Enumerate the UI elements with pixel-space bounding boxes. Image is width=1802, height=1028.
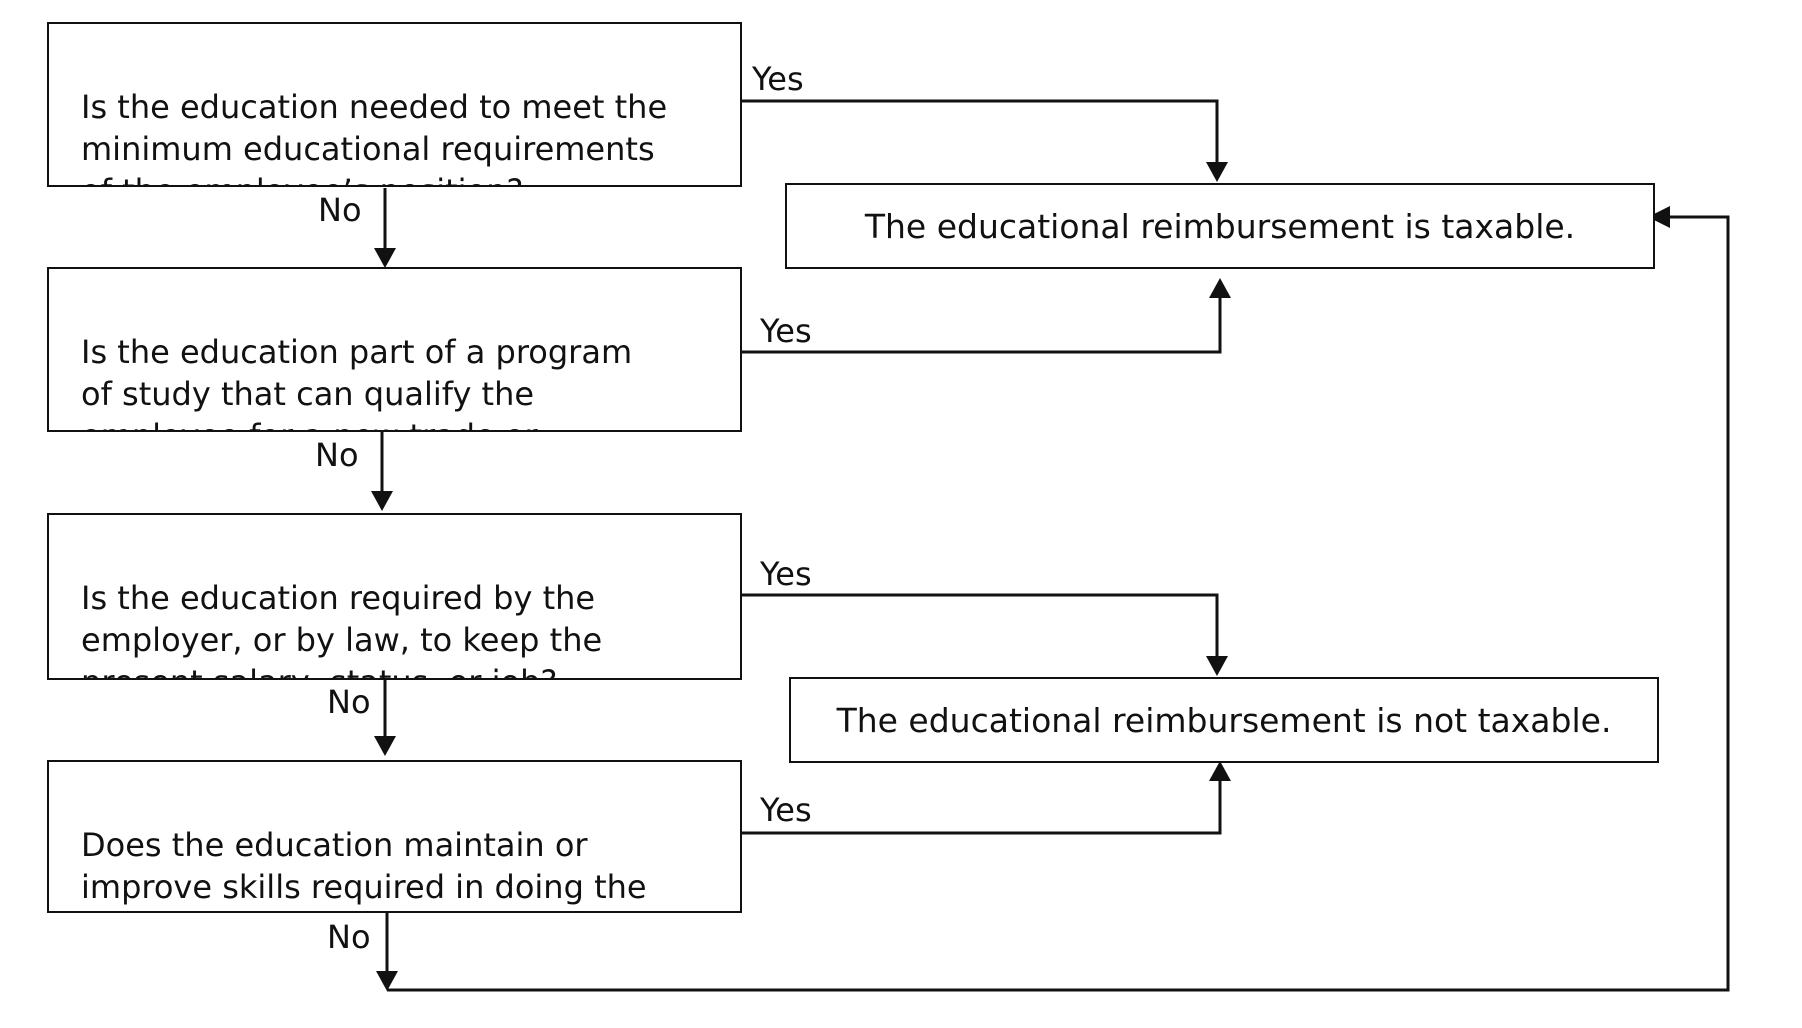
question-box-maintain-skills: Does the education maintain or improve s… <box>47 760 742 913</box>
yes-label: Yes <box>760 791 812 829</box>
question-text: Does the education maintain or improve s… <box>81 826 647 911</box>
connector-q1-yes <box>741 99 1219 166</box>
no-label: No <box>315 436 359 474</box>
question-text: Is the education required by the employe… <box>81 579 603 678</box>
outcome-text: The educational reimbursement is not tax… <box>836 700 1612 740</box>
connector-loop-bottom <box>387 215 1730 992</box>
question-box-minimum-requirements: Is the education needed to meet the mini… <box>47 22 742 187</box>
yes-label: Yes <box>752 60 804 98</box>
outcome-box-not-taxable: The educational reimbursement is not tax… <box>789 677 1659 763</box>
no-label: No <box>327 918 371 956</box>
question-text: Is the education needed to meet the mini… <box>81 88 668 185</box>
arrowhead-q3-no <box>374 736 396 756</box>
connector-q2-yes <box>741 294 1222 354</box>
outcome-box-taxable: The educational reimbursement is taxable… <box>785 183 1655 269</box>
arrowhead-q4-no <box>376 971 398 991</box>
yes-label: Yes <box>760 555 812 593</box>
question-box-new-trade: Is the education part of a program of st… <box>47 267 742 432</box>
arrowhead-q4-yes <box>1209 761 1231 781</box>
connector-q3-yes <box>741 593 1219 660</box>
no-label: No <box>327 683 371 721</box>
arrowhead-q2-yes <box>1209 278 1231 298</box>
question-text: Is the education part of a program of st… <box>81 333 633 430</box>
connector-q4-yes <box>741 777 1222 835</box>
yes-label: Yes <box>760 312 812 350</box>
arrowhead-q1-no <box>374 248 396 268</box>
arrowhead-q3-yes <box>1206 656 1228 676</box>
no-label: No <box>318 191 362 229</box>
outcome-text: The educational reimbursement is taxable… <box>864 206 1576 246</box>
arrowhead-q1-yes <box>1206 162 1228 182</box>
question-box-required-by-employer: Is the education required by the employe… <box>47 513 742 680</box>
arrowhead-loop-to-taxable <box>1648 206 1670 228</box>
arrowhead-q2-no <box>371 491 393 511</box>
